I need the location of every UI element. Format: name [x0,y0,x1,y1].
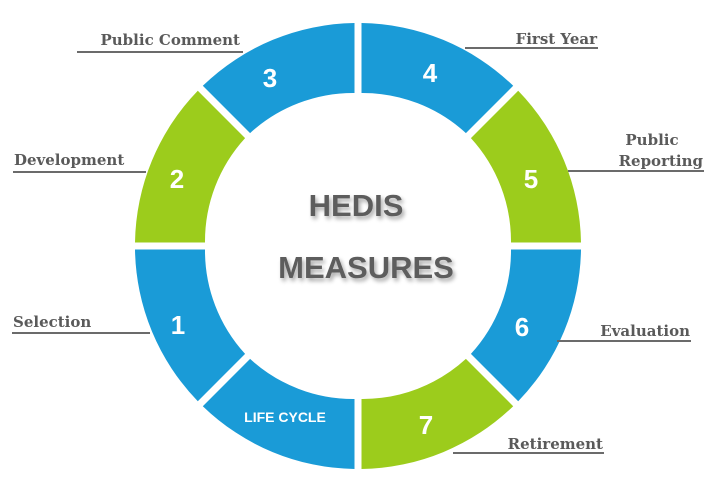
stage-label-public-reporting-line2: Reporting [619,152,704,170]
life-cycle-label: LIFE CYCLE [244,409,326,425]
segment-stage-7 [361,358,514,469]
segment-stage-2 [135,90,246,243]
segment-number-1: 1 [171,310,185,340]
segment-number-2: 2 [170,164,184,194]
segment-number-3: 3 [263,63,277,93]
stage-label-selection: Selection [13,313,91,331]
title-line-2: MEASURES [278,250,454,285]
segment-stage-1 [135,249,246,402]
stage-label-public-comment: Public Comment [101,31,241,49]
segment-stage-4 [361,23,514,134]
segment-life-cycle [202,358,355,469]
stage-label-evaluation: Evaluation [600,322,690,340]
segment-stage-5 [470,90,581,243]
stage-label-development: Development [14,151,124,169]
segment-number-7: 7 [419,410,433,440]
title-line-1: HEDIS [309,188,404,223]
segment-number-5: 5 [524,164,538,194]
stage-label-public-reporting-line1: Public [625,131,678,149]
segment-number-6: 6 [515,312,529,342]
segment-stage-3 [202,23,355,134]
segment-number-4: 4 [423,58,438,88]
segment-stage-6 [470,249,581,402]
stage-label-first-year: First Year [516,30,599,48]
stage-label-retirement: Retirement [508,435,603,453]
